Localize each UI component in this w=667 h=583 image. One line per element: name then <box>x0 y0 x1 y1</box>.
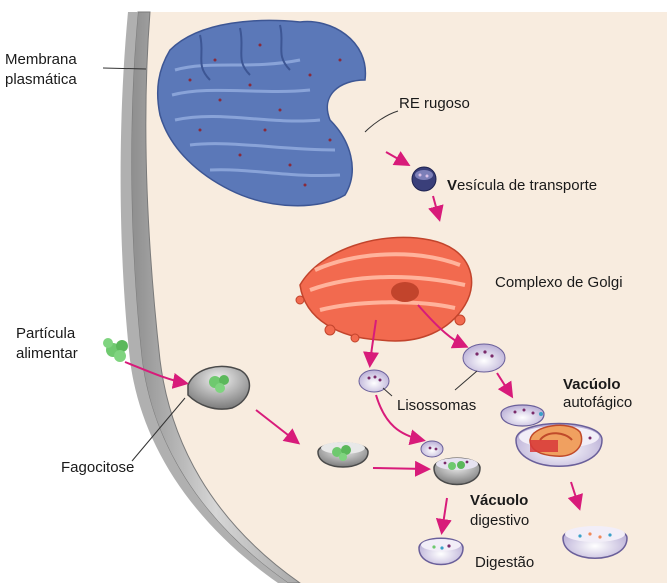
rough-er <box>156 19 367 207</box>
flow-arrows <box>124 151 583 535</box>
label-golgi: Complexo de Golgi <box>495 274 623 291</box>
label-particula-line1: Partícula <box>16 325 76 342</box>
leader-lines <box>102 67 478 462</box>
label-fagocitose: Fagocitose <box>61 459 134 476</box>
digestive-vacuole-cup <box>433 457 481 486</box>
label-digestao: Digestão <box>475 554 534 571</box>
plasma-membrane <box>130 11 301 583</box>
label-lisossomas: Lisossomas <box>397 397 476 414</box>
digestion-vesicle <box>418 537 464 566</box>
golgi-complex <box>295 236 473 343</box>
lysosome-left <box>358 369 390 393</box>
residual-vesicle <box>562 526 628 559</box>
label-re-rugoso: RE rugoso <box>399 95 470 112</box>
lysosome-autophagic <box>500 404 545 427</box>
label-vesicula-rest: esícula de transporte <box>457 177 597 194</box>
phagosome <box>317 442 369 468</box>
label-membrana-line2: plasmática <box>5 71 77 88</box>
label-vesicula-bold: V <box>447 177 457 194</box>
phagocytosis-vesicle <box>187 365 251 410</box>
label-vesicula-transporte: Vesícula de transporte <box>447 177 597 194</box>
food-particle <box>103 338 128 362</box>
lysosome-fusing <box>420 440 444 458</box>
label-particula-line2: alimentar <box>16 345 78 362</box>
label-vacuolo-auto-line2: autofágico <box>563 394 632 411</box>
transport-vesicle <box>411 166 437 192</box>
label-vacuolo-auto-line1: Vacúolo <box>563 376 621 393</box>
membrane-outer-shadow <box>120 12 288 583</box>
label-vacuolo-dig-line2: digestivo <box>470 512 529 529</box>
label-membrana-line1: Membrana <box>5 51 77 68</box>
lysosome-right <box>462 343 506 373</box>
autophagic-vacuole <box>515 422 603 467</box>
label-vacuolo-dig-line1: Vácuolo <box>470 492 528 509</box>
